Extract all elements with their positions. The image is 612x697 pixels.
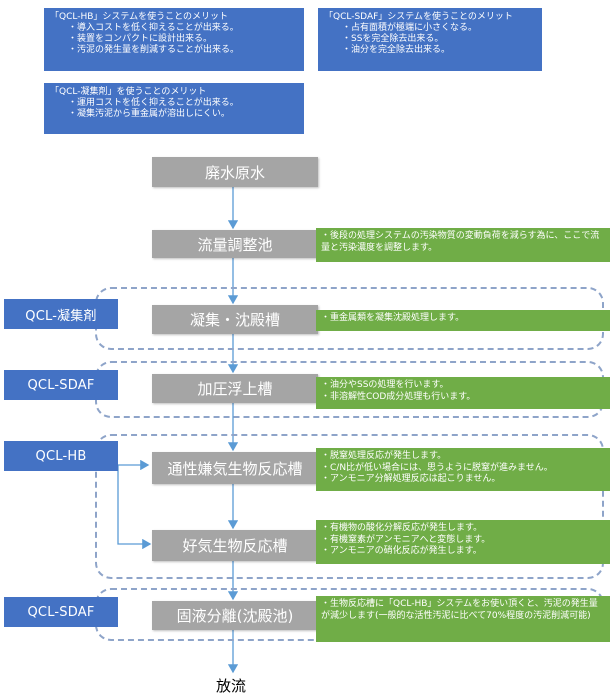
desc-line: ・重金属類を凝集沈殿処理します。 xyxy=(321,313,465,323)
desc-line: ・生物反応槽に「QCL-HB」システムをお使い頂くと、汚泥の発生量が減少します(… xyxy=(321,599,598,621)
desc-flotation: ・油分やSSの処理を行います。 ・非溶解性COD成分処理も行います。 xyxy=(316,377,610,409)
benefit-note-coagulant-title: 「QCL-凝集剤」を使うことのメリット xyxy=(50,87,207,97)
benefit-note-coagulant: 「QCL-凝集剤」を使うことのメリット ・運用コストを低く抑えることが出来る。 … xyxy=(44,83,304,134)
benefit-note-hb-line: ・汚泥の発生量を削減することが出来る。 xyxy=(68,45,240,55)
benefit-note-hb-line: ・装置をコンパクトに設計出来る。 xyxy=(68,34,213,44)
benefit-note-coagulant-line: ・運用コストを低く抑えることが出来る。 xyxy=(68,98,239,108)
benefit-note-hb-line: ・導入コストを低く抑えることが出来る。 xyxy=(68,23,239,33)
step-raw-wastewater: 廃水原水 xyxy=(152,157,318,187)
tag-qcl-hb: QCL-HB xyxy=(4,441,118,471)
arrow-hb-aer xyxy=(117,465,152,550)
tag-qcl-sdaf: QCL-SDAF xyxy=(4,597,118,627)
desc-line: ・油分やSSの処理を行います。 xyxy=(321,380,449,390)
step-facultative-anaerobic-reactor: 通性嫌気生物反応槽 xyxy=(152,452,318,484)
desc-line: ・非溶解性COD成分処理も行います。 xyxy=(321,391,476,402)
desc-aerobic: ・有機物の酸化分解反応が発生します。 ・有機窒素がアンモニアへと変態します。 ・… xyxy=(316,520,610,564)
desc-line: ・有機窒素がアンモニアへと変態します。 xyxy=(321,534,491,545)
step-coagulation-sedimentation: 凝集・沈殿槽 xyxy=(152,305,318,334)
desc-anaerobic: ・脱窒処理反応が発生します。 ・C/N比が低い場合には、思うように脱窒が進みませ… xyxy=(316,448,610,491)
group-biological-stage xyxy=(95,434,604,579)
benefit-note-coagulant-line: ・凝集汚泥から重金属が溶出しにくい。 xyxy=(68,109,230,119)
desc-line: ・後段の処理システムの汚染物質の変動負荷を減らす為に、ここで流量と汚染濃度を調整… xyxy=(321,231,600,253)
desc-coagulation: ・重金属類を凝集沈殿処理します。 xyxy=(316,310,610,331)
benefit-note-sdaf-line: ・占有面積が極端に小さくなる。 xyxy=(342,23,478,33)
tag-qcl-coagulant: QCL-凝集剤 xyxy=(4,299,118,329)
step-flow-equalization: 流量調整池 xyxy=(152,230,318,258)
desc-line: ・有機物の酸化分解反応が発生します。 xyxy=(321,523,483,533)
benefit-note-hb: 「QCL-HB」システムを使うことのメリット ・導入コストを低く抑えることが出来… xyxy=(44,8,304,71)
desc-separation: ・生物反応槽に「QCL-HB」システムをお使い頂くと、汚泥の発生量が減少します(… xyxy=(316,596,610,642)
desc-line: ・C/N比が低い場合には、思うように脱窒が進みません。 xyxy=(321,462,553,473)
step-solid-liquid-separation: 固液分離(沈殿池) xyxy=(152,601,318,630)
desc-line: ・アンモニアの硝化反応が発生します。 xyxy=(321,546,482,556)
step-pressure-flotation: 加圧浮上槽 xyxy=(152,374,318,403)
desc-line: ・脱窒処理反応が発生します。 xyxy=(321,451,447,461)
benefit-note-sdaf-line: ・油分を完全除去出来る。 xyxy=(342,45,451,55)
discharge-label: 放流 xyxy=(216,677,247,695)
desc-line: ・アンモニア分解処理反応は起こりません。 xyxy=(321,474,501,484)
benefit-note-sdaf-line: ・SSを完全除去出来る。 xyxy=(342,34,444,44)
tag-qcl-sdaf: QCL-SDAF xyxy=(4,370,118,400)
benefit-note-hb-title: 「QCL-HB」システムを使うことのメリット xyxy=(50,12,229,22)
step-aerobic-reactor: 好気生物反応槽 xyxy=(152,530,318,561)
desc-flow-equalization: ・後段の処理システムの汚染物質の変動負荷を減らす為に、ここで流量と汚染濃度を調整… xyxy=(316,228,610,262)
benefit-note-sdaf-title: 「QCL-SDAF」システムを使うことのメリット xyxy=(324,12,513,22)
benefit-note-sdaf: 「QCL-SDAF」システムを使うことのメリット ・占有面積が極端に小さくなる。… xyxy=(318,8,542,71)
